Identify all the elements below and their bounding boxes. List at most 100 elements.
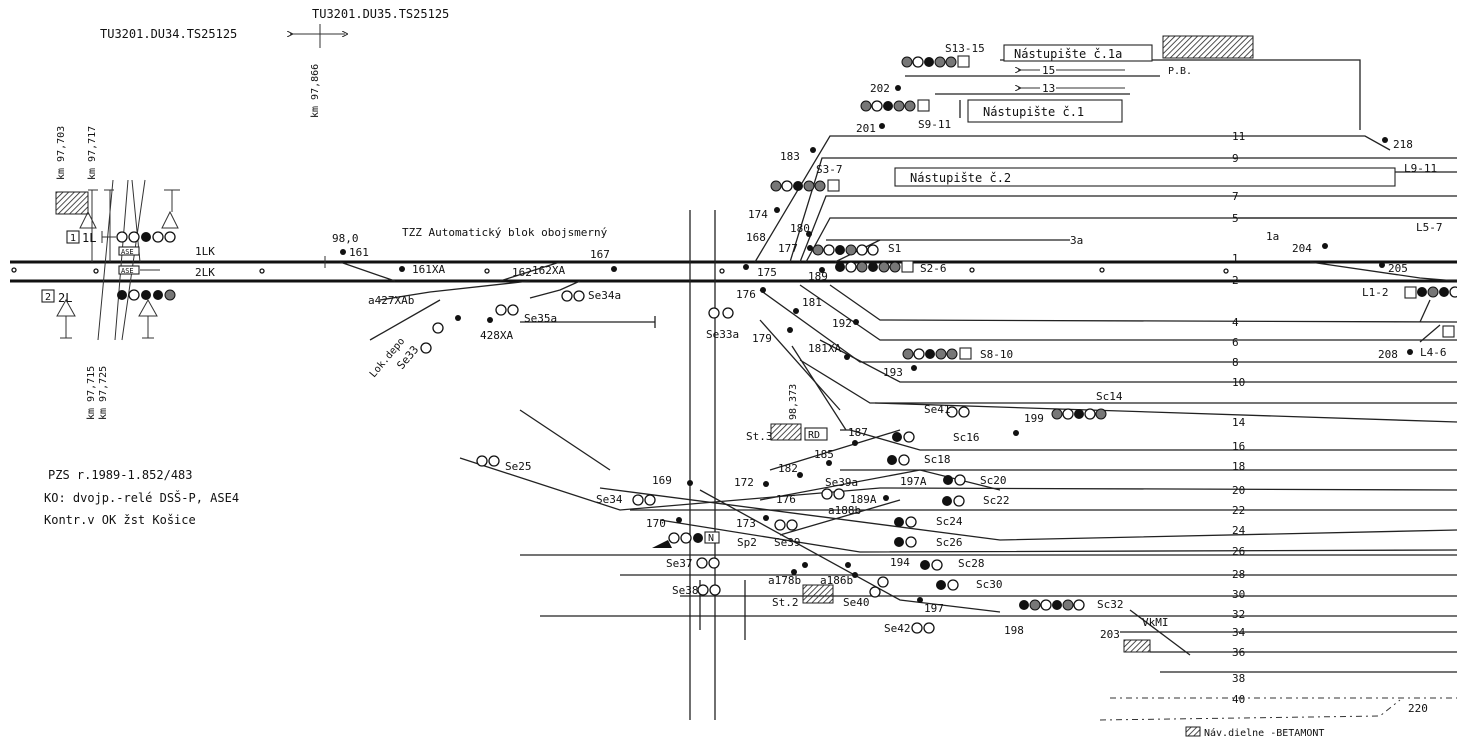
note-1: PZS r.1989-1.852/483 [48, 468, 193, 482]
svg-text:34: 34 [1232, 626, 1246, 639]
signal-1L-label: 1L [82, 231, 96, 245]
svg-text:10: 10 [1232, 376, 1245, 389]
svg-text:8: 8 [1232, 356, 1239, 369]
svg-text:Se39: Se39 [774, 536, 801, 549]
platform-2 [894, 167, 1396, 187]
svg-text:ASE: ASE [121, 248, 134, 256]
svg-text:km 97,725: km 97,725 [98, 366, 109, 420]
block-title: TZZ Automatický blok obojsmerný [402, 226, 608, 239]
svg-text:S9-11: S9-11 [918, 118, 951, 131]
track-13-label: 13 [1042, 82, 1055, 95]
signal-L5-7: L5-7 [1416, 221, 1443, 234]
svg-text:14: 14 [1232, 416, 1246, 429]
signal-lamp-icon: S1 [812, 242, 901, 256]
signal-lamp-icon [117, 289, 176, 301]
signal-lamp-icon: S2-6 [835, 260, 947, 275]
svg-text:32: 32 [1232, 608, 1245, 621]
km-98: 98,0 [332, 232, 359, 245]
svg-text:98,373: 98,373 [788, 384, 799, 420]
svg-text:a427XAb: a427XAb [368, 294, 414, 307]
svg-text:km 97,703: km 97,703 [56, 126, 67, 180]
svg-text:199: 199 [1024, 412, 1044, 425]
svg-text:36: 36 [1232, 646, 1245, 659]
svg-text:1: 1 [1232, 252, 1239, 265]
note-3: Kontr.v OK žst Košice [44, 513, 196, 527]
signal-L9-11: L9-11 [1404, 162, 1437, 175]
svg-text:11: 11 [1232, 130, 1245, 143]
signal-lamp-icon: Sc18 [887, 453, 951, 466]
svg-text:173: 173 [736, 517, 756, 530]
svg-text:L1-2: L1-2 [1362, 286, 1389, 299]
svg-text:169: 169 [652, 474, 672, 487]
svg-text:5: 5 [1232, 212, 1239, 225]
svg-text:30: 30 [1232, 588, 1245, 601]
svg-text:181: 181 [802, 296, 822, 309]
svg-text:162XA: 162XA [532, 264, 565, 277]
svg-text:220: 220 [1408, 702, 1428, 715]
svg-text:162: 162 [512, 266, 532, 279]
svg-text:38: 38 [1232, 672, 1245, 685]
svg-text:176: 176 [776, 493, 796, 506]
svg-text:180: 180 [790, 222, 810, 235]
svg-text:6: 6 [1232, 336, 1239, 349]
svg-text:197A: 197A [900, 475, 927, 488]
svg-text:S1: S1 [888, 242, 901, 255]
svg-text:24: 24 [1232, 524, 1246, 537]
svg-text:2: 2 [45, 292, 51, 303]
hatched-building-icon [1123, 639, 1151, 653]
svg-text:174: 174 [748, 208, 768, 221]
hatched-building-icon [55, 191, 89, 215]
svg-text:Se35a: Se35a [524, 312, 557, 325]
signal-lamp-icon: L1-2 [1362, 286, 1457, 299]
legend-hatch-icon [1185, 726, 1201, 737]
svg-text:Sc14: Sc14 [1096, 390, 1123, 403]
svg-text:Se25: Se25 [505, 460, 532, 473]
label-1lk: 1LK [195, 245, 215, 258]
svg-text:170: 170 [646, 517, 666, 530]
svg-text:428XA: 428XA [480, 329, 513, 342]
svg-text:175: 175 [757, 266, 777, 279]
svg-text:S2-6: S2-6 [920, 262, 947, 275]
svg-text:185: 185 [814, 448, 834, 461]
signal-lamp-icon: Sc28 [920, 557, 985, 571]
signal-lamp-icon: Sc22 [942, 494, 1010, 507]
svg-text:197: 197 [924, 602, 944, 615]
svg-text:40: 40 [1232, 693, 1245, 706]
svg-text:Sc16: Sc16 [953, 431, 980, 444]
svg-text:9: 9 [1232, 152, 1239, 165]
signal-lamp-icon: S9-11 [860, 99, 951, 131]
point-dot-icon [340, 249, 346, 255]
svg-text:202: 202 [870, 82, 890, 95]
legend-text: Náv.dielne -BETAMONT [1204, 727, 1324, 739]
svg-text:192: 192 [832, 317, 852, 330]
svg-text:N: N [708, 533, 714, 544]
svg-text:204: 204 [1292, 242, 1312, 255]
svg-text:1a: 1a [1266, 230, 1279, 243]
track-11-route [754, 135, 1391, 263]
svg-text:Se33a: Se33a [706, 328, 739, 341]
signal-lamp-icon: Sc20 [943, 474, 1007, 487]
svg-text:km 97,715: km 97,715 [86, 366, 97, 420]
signal-lamp-icon: S13-15 [901, 42, 985, 68]
svg-text:Nástupište č.1a: Nástupište č.1a [1014, 47, 1122, 61]
svg-text:Sc18: Sc18 [924, 453, 951, 466]
hatched-building-icon [802, 584, 834, 604]
svg-text:26: 26 [1232, 545, 1245, 558]
svg-text:ASE: ASE [121, 267, 134, 275]
svg-text:182: 182 [778, 462, 798, 475]
svg-text:4: 4 [1232, 316, 1239, 329]
svg-text:187: 187 [848, 426, 868, 439]
svg-text:S3-7: S3-7 [816, 163, 843, 176]
svg-text:2: 2 [1232, 274, 1239, 287]
note-2: KO: dvojp.-relé DSŠ-P, ASE4 [44, 490, 239, 505]
st2-label: St.2 [772, 596, 799, 609]
pb-label: P.B. [1168, 66, 1192, 77]
signal-L4-6: L4-6 [1420, 346, 1447, 359]
svg-text:Se39a: Se39a [825, 476, 858, 489]
svg-text:Se34: Se34 [596, 493, 623, 506]
signal-lamp-icon: Sc30 [936, 578, 1003, 591]
svg-text:161: 161 [349, 246, 369, 259]
svg-text:167: 167 [590, 248, 610, 261]
hatched-building-icon [1162, 35, 1254, 59]
